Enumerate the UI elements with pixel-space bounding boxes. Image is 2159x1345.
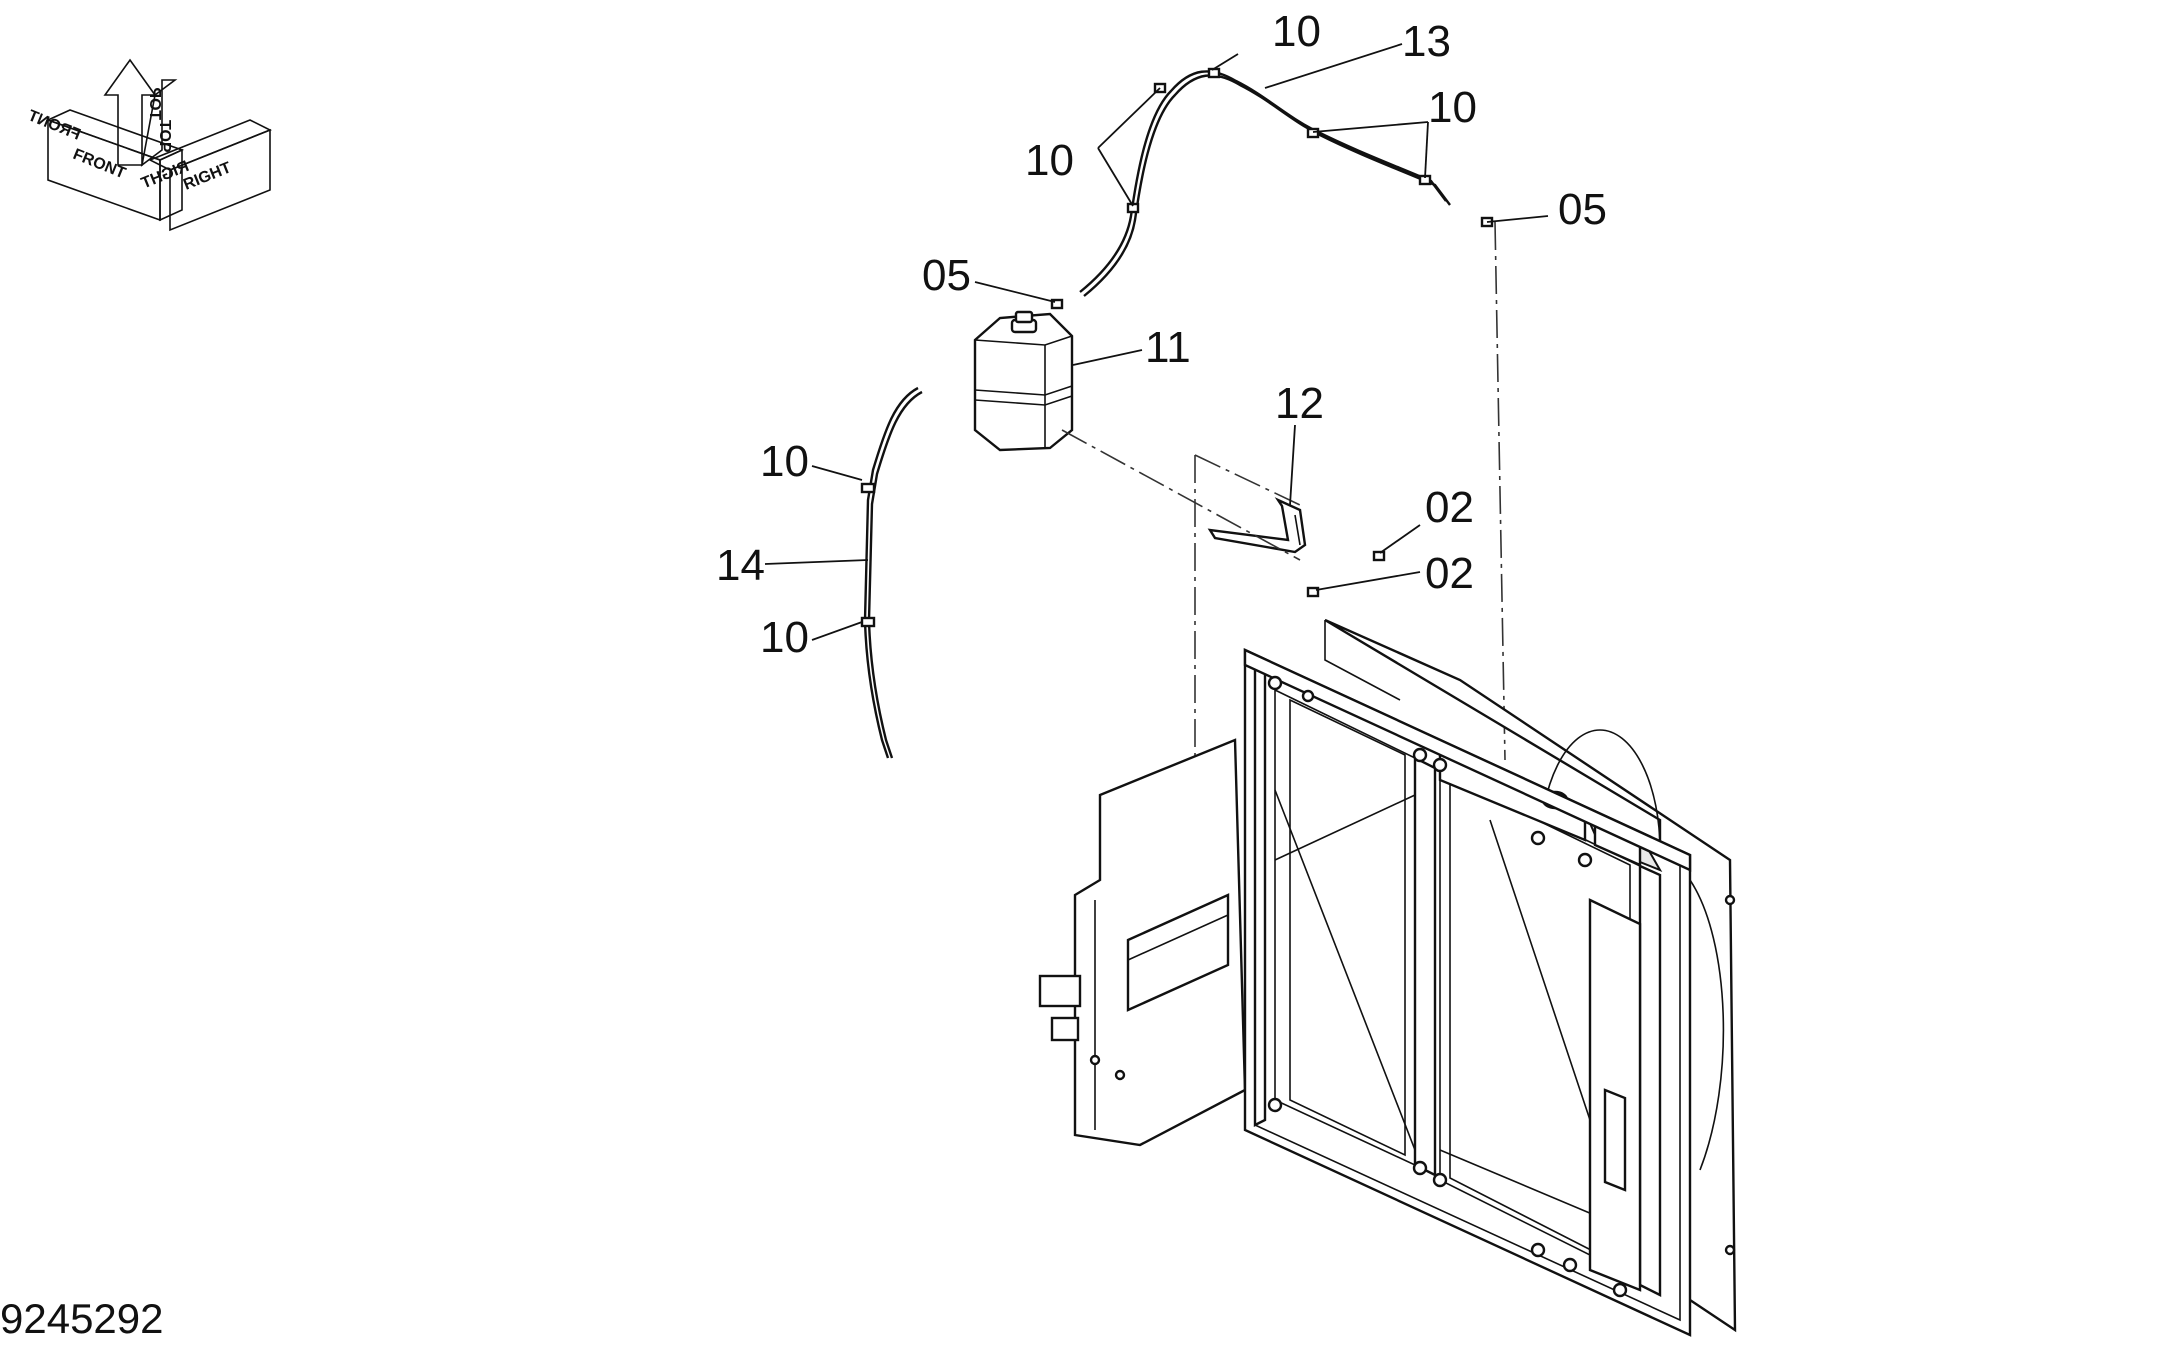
hose-clamp xyxy=(860,482,876,494)
orient-right-mirror: RIGHT xyxy=(139,158,192,192)
callout-10-right: 10 xyxy=(1428,83,1477,132)
orient-top: TOP xyxy=(156,120,173,153)
hose-clamp xyxy=(1207,67,1221,79)
hose-clamp xyxy=(1306,127,1320,139)
upper-overflow-hose xyxy=(1050,67,1494,310)
orient-right: RIGHT xyxy=(181,159,234,193)
callout-05-left: 05 xyxy=(922,251,971,300)
orient-front-mirror: FRONT xyxy=(25,107,83,143)
callout-02-a: 02 xyxy=(1425,483,1474,532)
mounting-bracket xyxy=(1207,497,1307,554)
callout-10-mid: 10 xyxy=(760,437,809,486)
callout-12: 12 xyxy=(1275,379,1324,428)
lower-drain-hose xyxy=(860,386,923,759)
drawing-number: 9245292 xyxy=(0,1295,164,1342)
leader-lines xyxy=(764,43,1549,641)
callout-05-right: 05 xyxy=(1558,185,1607,234)
hose-fitting xyxy=(1050,298,1064,310)
bolts xyxy=(1306,550,1386,598)
frame-bolts xyxy=(1089,675,1736,1298)
orientation-compass: FRONT FRONT TOP TOP RIGHT RIGHT xyxy=(25,58,272,232)
callout-13: 13 xyxy=(1402,17,1451,66)
hose-clamp xyxy=(1126,202,1140,214)
hose-clamp xyxy=(860,616,876,628)
callout-11: 11 xyxy=(1145,323,1191,372)
callouts: 10 13 10 10 05 05 11 12 10 02 14 02 10 xyxy=(716,7,1607,662)
reservoir-tank xyxy=(973,310,1074,452)
callout-14: 14 xyxy=(716,541,765,590)
callout-10-left: 10 xyxy=(1025,136,1074,185)
callout-10-top: 10 xyxy=(1272,7,1321,56)
callout-10-low: 10 xyxy=(760,613,809,662)
radiator-assembly xyxy=(1038,618,1737,1337)
orient-top-mirror: TOP xyxy=(146,87,163,120)
callout-02-b: 02 xyxy=(1425,549,1474,598)
orient-front: FRONT xyxy=(71,146,129,182)
